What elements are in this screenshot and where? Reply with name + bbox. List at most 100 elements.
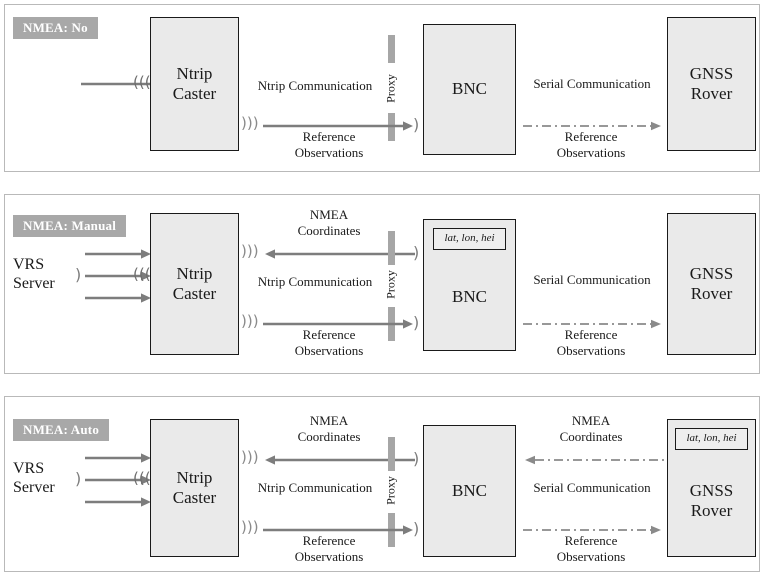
- vrs-server-label-line2: Server: [13, 479, 55, 497]
- proxy-bar-top: [388, 437, 395, 471]
- connector-reference-observations-ntrip: [263, 117, 415, 135]
- ntrip-caster-label-line2: Caster: [172, 488, 217, 507]
- connector-vrs-stream-2: [85, 267, 153, 285]
- gnss-rover-label-line2: Rover: [690, 84, 733, 103]
- antenna-tx-icon-nmea: ))): [241, 448, 259, 466]
- ref-obs-serial-line1: Reference: [564, 533, 618, 548]
- label-serial-communication: Serial Communication: [533, 272, 651, 287]
- antenna-small-icon-bnc-in: ): [413, 519, 420, 538]
- gnss-rover-label-line1: GNSS: [689, 63, 734, 83]
- antenna-small-icon-bnc-out: ): [413, 449, 420, 468]
- label-reference-observations-ntrip: Reference Observations: [265, 533, 393, 565]
- connector-reference-observations-serial: [523, 117, 663, 135]
- panel-nmea-auto: NMEA: Auto VRS Server ): [4, 396, 760, 572]
- antenna-tx-icon-reference: ))): [241, 114, 259, 132]
- node-gnss-rover: GNSS Rover: [667, 17, 756, 151]
- nmea-coords-line2: Coordinates: [297, 222, 361, 238]
- connector-vrs-stream-3: [85, 289, 153, 307]
- label-reference-observations-serial: Reference Observations: [525, 327, 657, 359]
- ntrip-caster-label-line1: Ntrip: [176, 63, 213, 83]
- connector-reference-observations-ntrip: [263, 521, 415, 539]
- gnss-rover-label-line2: Rover: [690, 284, 733, 303]
- antenna-small-icon-bnc-in: ): [413, 115, 420, 134]
- ref-obs-line1: Reference: [302, 129, 356, 144]
- antenna-rx-icon: (((: [133, 265, 151, 283]
- node-bnc: BNC: [423, 425, 516, 557]
- vrs-server-label-line1: VRS: [13, 460, 45, 477]
- label-ntrip-communication: Ntrip Communication: [257, 274, 373, 289]
- gnss-rover-label-line1: GNSS: [689, 263, 734, 283]
- label-proxy: Proxy: [383, 270, 398, 299]
- ref-obs-serial-line2: Observations: [556, 548, 626, 564]
- mode-badge-nmea-no: NMEA: No: [13, 17, 98, 39]
- panel-nmea-manual: NMEA: Manual VRS Server ): [4, 194, 760, 374]
- node-gnss-rover: GNSS Rover: [667, 213, 756, 355]
- label-reference-observations-ntrip: Reference Observations: [265, 327, 393, 359]
- vrs-server-label-line2: Server: [13, 275, 55, 293]
- antenna-small-icon-vrs: ): [75, 265, 82, 284]
- connector-vrs-stream-1: [85, 245, 153, 263]
- ref-obs-serial-line1: Reference: [564, 129, 618, 144]
- antenna-tx-icon-reference: ))): [241, 518, 259, 536]
- ntrip-caster-label-line1: Ntrip: [176, 263, 213, 283]
- mode-badge-nmea-auto: NMEA: Auto: [13, 419, 110, 441]
- ref-obs-line1: Reference: [302, 533, 356, 548]
- nmea-coords-line1: NMEA: [309, 413, 349, 428]
- proxy-bar-top: [388, 35, 395, 63]
- node-vrs-server: VRS Server: [13, 255, 75, 293]
- nmea-coords-line1: NMEA: [309, 207, 349, 222]
- coordinates-chip-bnc: lat, lon, hei: [433, 228, 506, 250]
- antenna-tx-icon-nmea: ))): [241, 242, 259, 260]
- nmea-coords-serial-line1: NMEA: [571, 413, 611, 428]
- ref-obs-serial-line1: Reference: [564, 327, 618, 342]
- antenna-rx-icon: (((: [133, 469, 151, 487]
- nmea-coords-serial-line2: Coordinates: [559, 428, 623, 444]
- connector-nmea-coordinates-serial: [523, 451, 665, 469]
- ref-obs-serial-line2: Observations: [556, 342, 626, 358]
- ntrip-caster-label-line2: Caster: [172, 84, 217, 103]
- antenna-small-icon-vrs: ): [75, 469, 82, 488]
- label-nmea-coordinates-serial: NMEA Coordinates: [527, 413, 655, 445]
- label-serial-communication: Serial Communication: [533, 480, 651, 495]
- label-ntrip-communication: Ntrip Communication: [257, 78, 373, 93]
- connector-vrs-stream-2: [85, 471, 153, 489]
- node-bnc: BNC: [423, 24, 516, 155]
- ref-obs-line2: Observations: [294, 144, 364, 160]
- connector-reference-observations-ntrip: [263, 315, 415, 333]
- antenna-small-icon-bnc-out: ): [413, 243, 420, 262]
- coordinates-chip-rover: lat, lon, hei: [675, 428, 748, 450]
- antenna-rx-icon: (((: [133, 73, 151, 91]
- ref-obs-serial-line2: Observations: [556, 144, 626, 160]
- panel-nmea-no: NMEA: No ((( Ntrip Caster Ntrip Communic…: [4, 4, 760, 172]
- nmea-coords-line2: Coordinates: [297, 428, 361, 444]
- antenna-small-icon-bnc-in: ): [413, 313, 420, 332]
- connector-reference-observations-serial: [523, 315, 663, 333]
- antenna-tx-icon-reference: ))): [241, 312, 259, 330]
- ntrip-caster-label-line1: Ntrip: [176, 467, 213, 487]
- ref-obs-line2: Observations: [294, 548, 364, 564]
- connector-reference-observations-serial: [523, 521, 663, 539]
- node-ntrip-caster: Ntrip Caster: [150, 17, 239, 151]
- gnss-rover-label-line1: GNSS: [689, 480, 734, 500]
- ntrip-caster-label-line2: Caster: [172, 284, 217, 303]
- node-vrs-server: VRS Server: [13, 459, 75, 497]
- label-serial-communication: Serial Communication: [533, 76, 651, 91]
- label-ntrip-communication: Ntrip Communication: [257, 480, 373, 495]
- bnc-label: BNC: [452, 79, 487, 99]
- vrs-server-label-line1: VRS: [13, 256, 45, 273]
- proxy-bar-top: [388, 231, 395, 265]
- label-reference-observations-serial: Reference Observations: [525, 533, 657, 565]
- bnc-label: BNC: [452, 480, 487, 500]
- connector-vrs-stream-3: [85, 493, 153, 511]
- label-nmea-coordinates-ntrip: NMEA Coordinates: [265, 413, 393, 445]
- label-reference-observations-ntrip: Reference Observations: [265, 129, 393, 161]
- bnc-label: BNC: [452, 286, 487, 306]
- label-proxy: Proxy: [383, 74, 398, 103]
- label-nmea-coordinates-ntrip: NMEA Coordinates: [265, 207, 393, 239]
- node-ntrip-caster: Ntrip Caster: [150, 213, 239, 355]
- node-ntrip-caster: Ntrip Caster: [150, 419, 239, 557]
- label-proxy: Proxy: [383, 476, 398, 505]
- ref-obs-line2: Observations: [294, 342, 364, 358]
- connector-vrs-stream-1: [85, 449, 153, 467]
